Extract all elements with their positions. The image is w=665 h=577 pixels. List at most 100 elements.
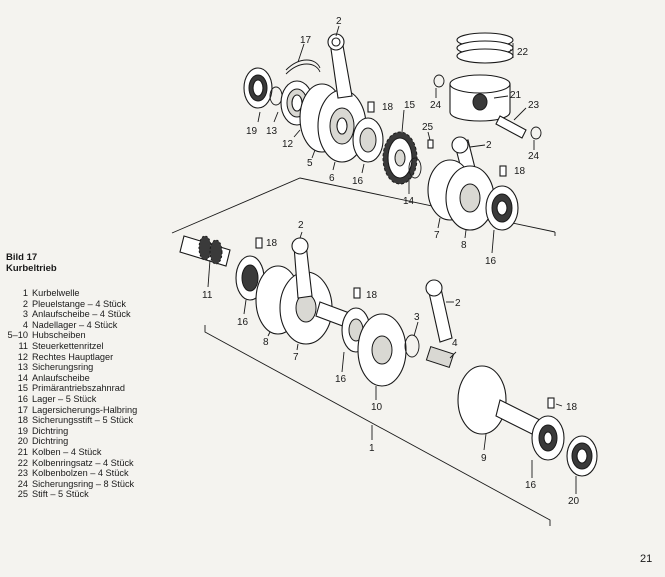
callout-3: 3 — [414, 312, 420, 323]
legend-item: 12 Rechtes Hauptlager — [6, 352, 206, 363]
callout-14: 14 — [403, 196, 415, 207]
callout-16e: 16 — [525, 480, 537, 491]
legend-item: 18 Sicherungsstift – 5 Stück — [6, 415, 206, 426]
legend-item: 13 Sicherungsring — [6, 362, 206, 373]
bearing-16e — [531, 415, 565, 461]
legend-item-text: Sicherungsstift – 5 Stück — [32, 415, 134, 426]
callout-5: 5 — [307, 158, 313, 169]
legend-item-number: 25 — [17, 489, 28, 500]
legend-item-text: Steuerkettenritzel — [32, 340, 104, 351]
legend-item-text: Anlaufscheibe — [32, 372, 90, 383]
legend-item-number: 24 — [17, 478, 28, 489]
legend-item-text: Rechtes Hauptlager — [32, 351, 114, 362]
callout-22: 22 — [517, 47, 529, 58]
pin-18b — [499, 165, 507, 177]
connecting-rod-2a — [327, 33, 353, 99]
thrust-washer-3 — [404, 334, 420, 358]
callout-16b: 16 — [485, 256, 497, 267]
callout-4: 4 — [452, 338, 458, 349]
legend-item-number: 2 — [22, 298, 28, 309]
crankshaft-bracket — [204, 325, 551, 526]
legend-item-text: Sicherungsring — [32, 362, 94, 373]
legend-item-text: Kurbelwelle — [32, 288, 80, 298]
callout-16d: 16 — [335, 374, 347, 385]
callout-13: 13 — [266, 126, 278, 137]
callout-19: 19 — [246, 126, 258, 137]
legend-item-text: Pleuelstange – 4 Stück — [32, 298, 126, 309]
legend-item: 21 Kolben – 4 Stück — [6, 447, 206, 458]
legend-item: 20 Dichtring — [6, 436, 206, 447]
callout-6: 6 — [329, 173, 335, 184]
callout-2b: 2 — [486, 140, 492, 151]
legend-item-number: 18 — [17, 415, 28, 426]
legend-item: 14 Anlaufscheibe — [6, 373, 206, 384]
pin-18e — [547, 397, 555, 409]
seal-ring-20 — [566, 435, 598, 477]
legend-item-text: Lager – 5 Stück — [32, 393, 97, 404]
legend-item: 4 Nadellager – 4 Stück — [6, 320, 206, 331]
bearing-16b — [485, 185, 519, 231]
callout-17: 17 — [300, 35, 312, 46]
pin-25 — [427, 139, 434, 149]
legend-item-number: 17 — [17, 404, 28, 415]
legend-item-text: Stift – 5 Stück — [32, 489, 89, 500]
half-ring-17 — [285, 59, 321, 75]
thrust-washer-14 — [408, 157, 422, 179]
callout-8a: 8 — [461, 240, 467, 251]
pin-18d — [353, 287, 361, 299]
callout-16a: 16 — [352, 176, 364, 187]
callout-18c: 18 — [266, 238, 278, 249]
needle-bearing-4 — [425, 346, 455, 368]
legend-item-number: 20 — [17, 436, 28, 447]
legend-item-number: 16 — [17, 393, 28, 404]
legend-item: 16 Lager – 5 Stück — [6, 394, 206, 405]
piston-21 — [449, 74, 511, 122]
legend-item-text: Kolben – 4 Stück — [32, 446, 102, 457]
legend-item-text: Nadellager – 4 Stück — [32, 319, 118, 330]
legend-item-number: 5–10 — [7, 330, 28, 341]
callout-7a: 7 — [434, 230, 440, 241]
callout-2a: 2 — [336, 16, 342, 27]
legend-item-number: 4 — [22, 319, 28, 330]
callout-16c: 16 — [237, 317, 249, 328]
legend-item-number: 3 — [22, 309, 28, 320]
piston-rings-22 — [456, 32, 514, 64]
legend-item-text: Dichtring — [32, 436, 69, 447]
page-number: 21 — [640, 553, 653, 565]
callout-20: 20 — [568, 496, 580, 507]
legend-item-text: Hubscheiben — [32, 330, 86, 341]
legend-item: 5–10 Hubscheiben — [6, 330, 206, 341]
callout-2d: 2 — [455, 298, 461, 309]
callout-1: 1 — [369, 443, 375, 454]
legend-item-text: Anlaufscheibe – 4 Stück — [32, 309, 131, 320]
callout-7b: 7 — [293, 352, 299, 363]
legend-item: 2 Pleuelstange – 4 Stück — [6, 299, 206, 310]
callout-24a: 24 — [430, 100, 442, 111]
legend-item-number: 13 — [17, 362, 28, 373]
legend-item-number: 21 — [17, 446, 28, 457]
gear-15 — [382, 131, 418, 185]
callout-23: 23 — [528, 100, 540, 111]
cam-chain-sprocket-11 — [179, 235, 231, 267]
legend-item: 25 Stift – 5 Stück — [6, 489, 206, 500]
callout-21: 21 — [510, 90, 522, 101]
legend-item-number: 23 — [17, 468, 28, 479]
legend-item: 3 Anlaufscheibe – 4 Stück — [6, 309, 206, 320]
legend-item-number: 11 — [18, 340, 28, 351]
legend-item-number: 14 — [17, 372, 28, 383]
legend-item-text: Primärantriebszahnrad — [32, 383, 125, 394]
flywheel-5-6 — [299, 83, 367, 163]
legend-item: 11 Steuerkettenritzel — [6, 341, 206, 352]
legend-item-number: 1 — [22, 288, 28, 298]
callout-8b: 8 — [263, 337, 269, 348]
callout-2c: 2 — [298, 220, 304, 231]
callout-24b: 24 — [528, 151, 540, 162]
legend-item-number: 12 — [17, 351, 28, 362]
legend-item-number: 22 — [17, 457, 28, 468]
